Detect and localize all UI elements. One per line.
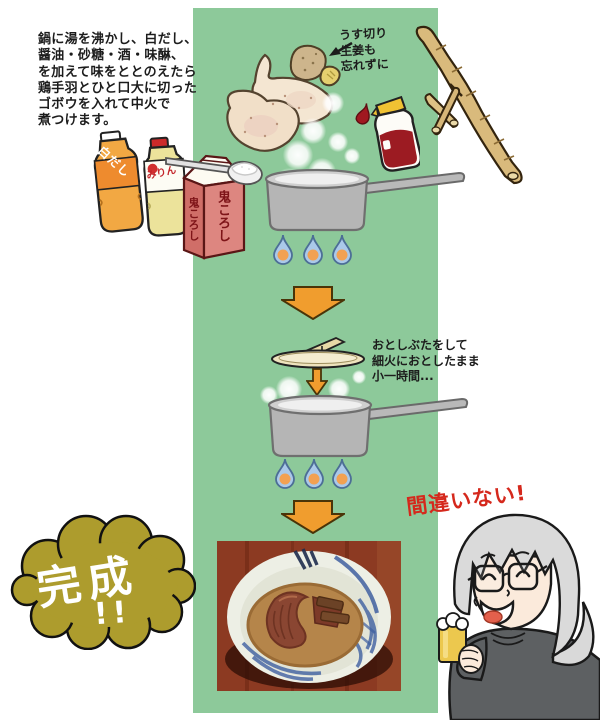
glasses-left-lens — [473, 564, 505, 593]
recipe-note: 鍋に湯を沸かし、白だし、 醤油・砂糖・酒・味醂、 を加えて味をととのえたら 鶏手… — [38, 32, 198, 129]
pot-illustration — [265, 168, 466, 232]
drop-lid-illustration — [271, 337, 365, 369]
steam-puff — [322, 92, 344, 114]
finish-exclaim-text: !! — [92, 594, 133, 633]
steam-puff — [300, 118, 326, 144]
completion-bubble — [10, 514, 196, 650]
flame-drop-icon — [273, 234, 352, 265]
glasses-right-lens — [507, 562, 539, 591]
burdock-pieces-illustration — [424, 83, 463, 136]
mirin-bottle-illustration — [143, 136, 189, 237]
down-arrow-icon — [281, 500, 345, 534]
steam-puff — [260, 386, 278, 404]
steam-puff — [344, 148, 360, 164]
down-arrow-icon — [306, 368, 328, 396]
shirodashi-bottle-illustration — [93, 130, 144, 233]
beer-glass-illustration — [436, 612, 469, 663]
steam-puff — [328, 132, 348, 152]
sugar-spoon-illustration — [165, 156, 263, 186]
finished-dish-photo — [217, 541, 401, 691]
grandma-character — [436, 513, 600, 720]
down-arrow-icon — [281, 286, 345, 320]
sake-label: 鬼ころし — [215, 190, 230, 242]
chicken-wings-illustration — [226, 53, 334, 152]
steam-puff — [283, 140, 313, 170]
pointer-arrow-icon — [329, 41, 353, 56]
ginger-slices-illustration — [289, 44, 341, 87]
pot-illustration — [268, 394, 469, 458]
tongue — [483, 610, 503, 624]
ponytail — [551, 601, 595, 667]
drop-lid-note: おとしぶたをして 細火におとしたまま 小一時間... — [372, 338, 480, 384]
steam-puff — [352, 370, 366, 384]
burdock-root-illustration — [415, 25, 523, 185]
hair — [453, 513, 581, 659]
flame-drop-icon — [275, 458, 352, 489]
soy-sauce-bottle-illustration — [355, 95, 420, 172]
sake-label: 鬼ころし — [187, 197, 200, 241]
steam-puff — [328, 378, 350, 400]
